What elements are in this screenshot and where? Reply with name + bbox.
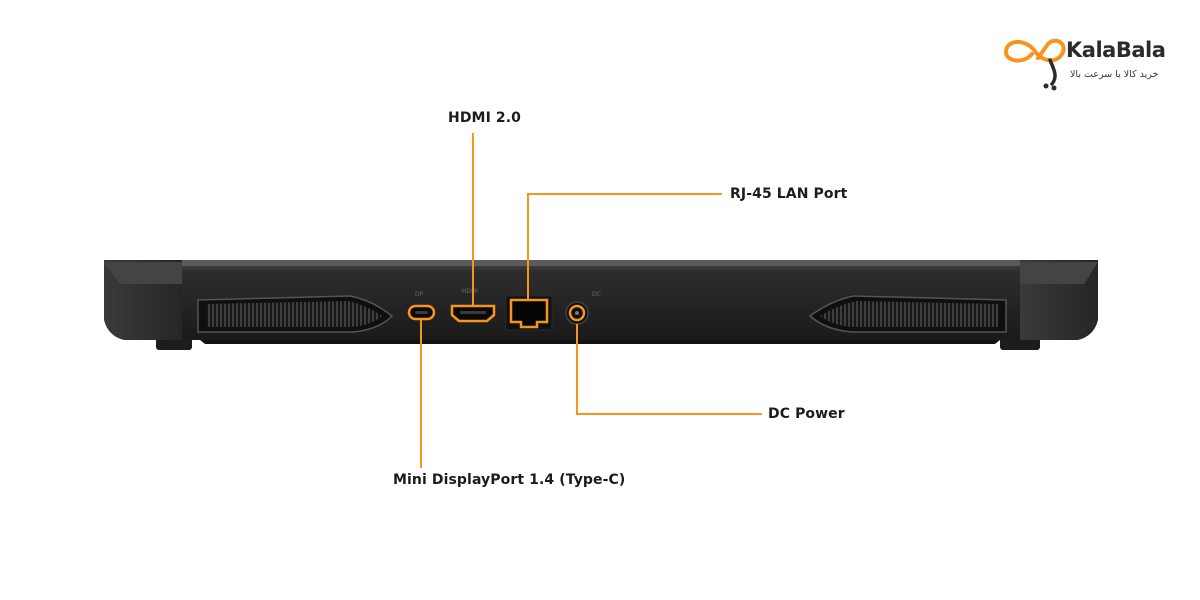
svg-text:DC: DC bbox=[592, 291, 601, 298]
dc-power-jack bbox=[565, 301, 589, 325]
rj45-callout-line bbox=[527, 193, 722, 300]
mini-displayport-port bbox=[407, 304, 436, 321]
svg-text:DP: DP bbox=[415, 291, 424, 298]
rear-panel bbox=[180, 260, 1022, 340]
hdmi-port bbox=[450, 304, 496, 323]
left-foot bbox=[156, 338, 192, 350]
brand-tagline: خرید کالا با سرعت بالا bbox=[1070, 69, 1159, 80]
brand-name: KalaBala bbox=[1066, 38, 1166, 62]
infinity-logo-icon bbox=[1004, 38, 1066, 91]
dc-callout-line bbox=[576, 324, 762, 415]
label-hdmi: HDMI 2.0 bbox=[448, 110, 521, 126]
label-mini-displayport: Mini DisplayPort 1.4 (Type-C) bbox=[393, 472, 626, 488]
svg-text:HDMI: HDMI bbox=[462, 288, 478, 295]
brand-logo: KalaBala خرید کالا با سرعت بالا bbox=[998, 32, 1188, 92]
label-dc-power: DC Power bbox=[768, 406, 845, 422]
right-foot bbox=[1000, 338, 1040, 350]
label-rj45: RJ-45 LAN Port bbox=[730, 186, 848, 202]
rj45-port bbox=[505, 295, 553, 331]
